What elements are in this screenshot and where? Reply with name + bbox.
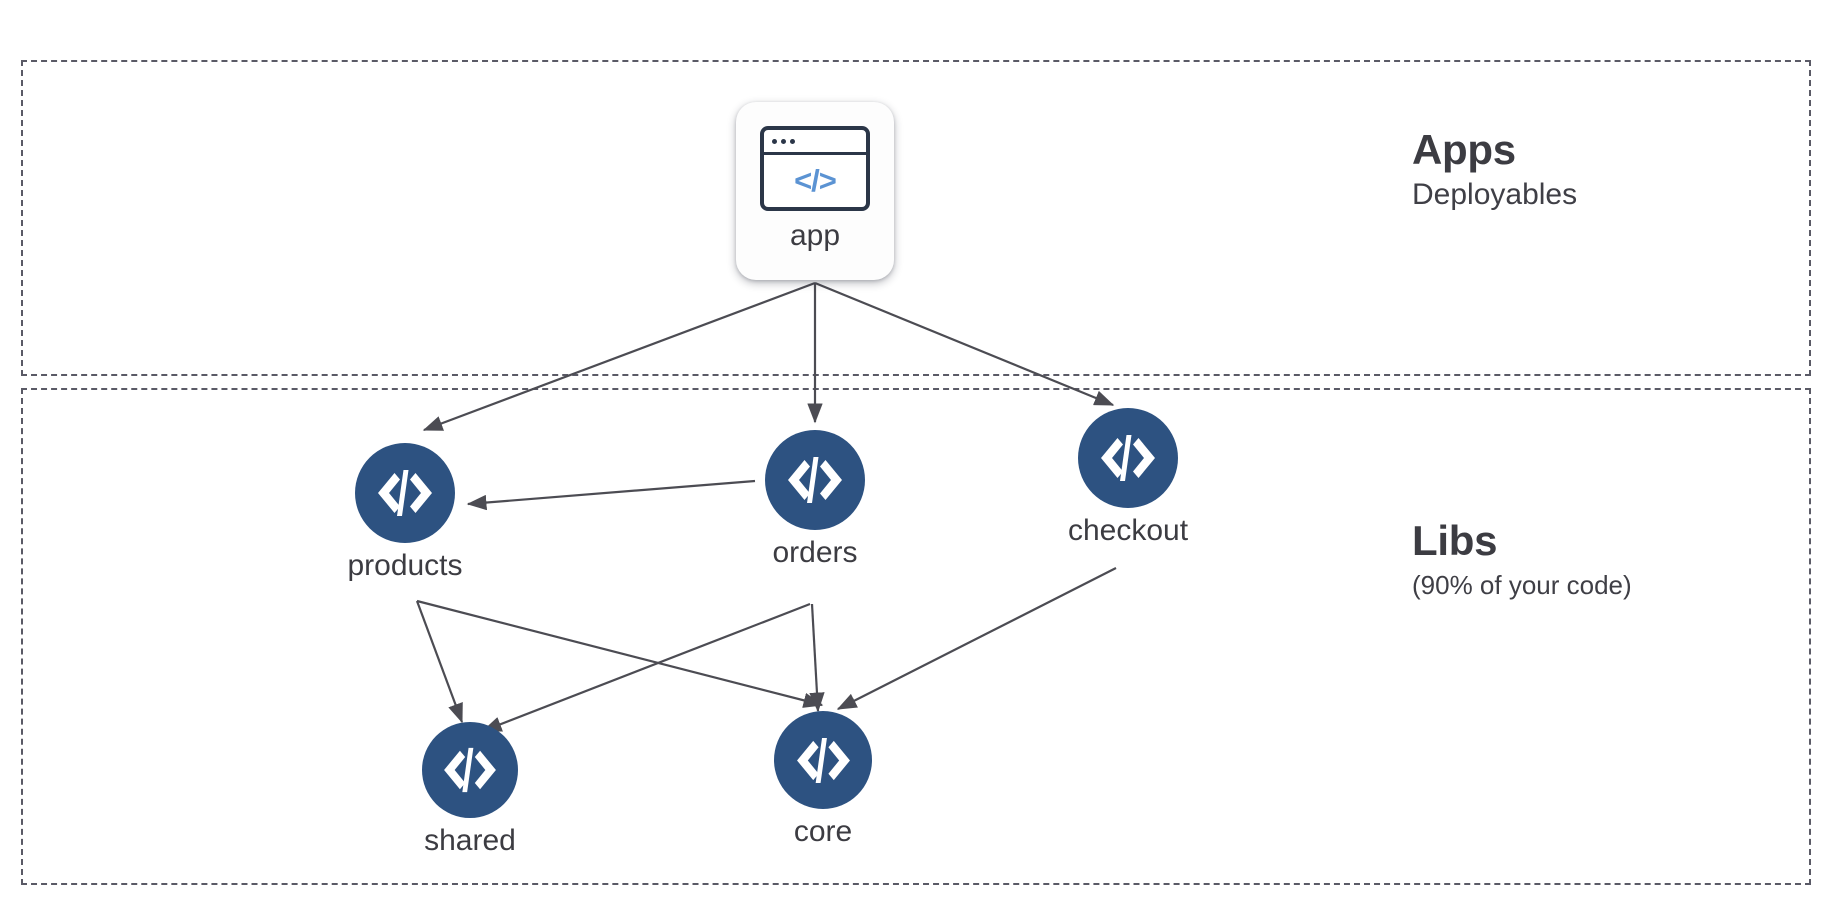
- node-shared[interactable]: shared: [370, 722, 570, 857]
- window-dot-2: [781, 138, 786, 144]
- node-products[interactable]: products: [305, 443, 505, 582]
- code-brackets-glyph: </>: [794, 162, 837, 198]
- code-window-icon: </>: [760, 126, 870, 211]
- node-shared-label: shared: [424, 824, 516, 857]
- node-app[interactable]: </> app: [736, 102, 894, 280]
- code-brackets-icon: [765, 430, 865, 530]
- zone-libs-legend: Libs (90% of your code): [1412, 517, 1632, 601]
- code-brackets-icon: [1078, 408, 1178, 508]
- node-products-label: products: [347, 549, 463, 582]
- node-checkout-label: checkout: [1067, 514, 1189, 547]
- window-content: </>: [764, 155, 866, 207]
- code-brackets-icon: [355, 443, 455, 543]
- zone-apps-legend: Apps Deployables: [1412, 126, 1578, 213]
- window-dot-3: [790, 138, 795, 144]
- zone-libs-title: Libs: [1412, 517, 1498, 564]
- zone-apps-title: Apps: [1412, 126, 1516, 173]
- node-core[interactable]: core: [723, 711, 923, 848]
- zone-apps-subtitle: Deployables: [1412, 177, 1578, 211]
- window-dot-1: [772, 138, 777, 144]
- node-orders[interactable]: orders: [715, 430, 915, 569]
- code-brackets-icon: [774, 711, 872, 809]
- zone-libs-subtitle: (90% of your code): [1412, 569, 1632, 600]
- node-checkout[interactable]: checkout: [1028, 408, 1228, 547]
- code-brackets-icon: [422, 722, 518, 818]
- window-titlebar: [764, 130, 866, 155]
- node-orders-label: orders: [772, 536, 858, 569]
- node-core-label: core: [793, 815, 853, 848]
- zone-apps: [21, 60, 1811, 376]
- node-app-label: app: [789, 219, 841, 252]
